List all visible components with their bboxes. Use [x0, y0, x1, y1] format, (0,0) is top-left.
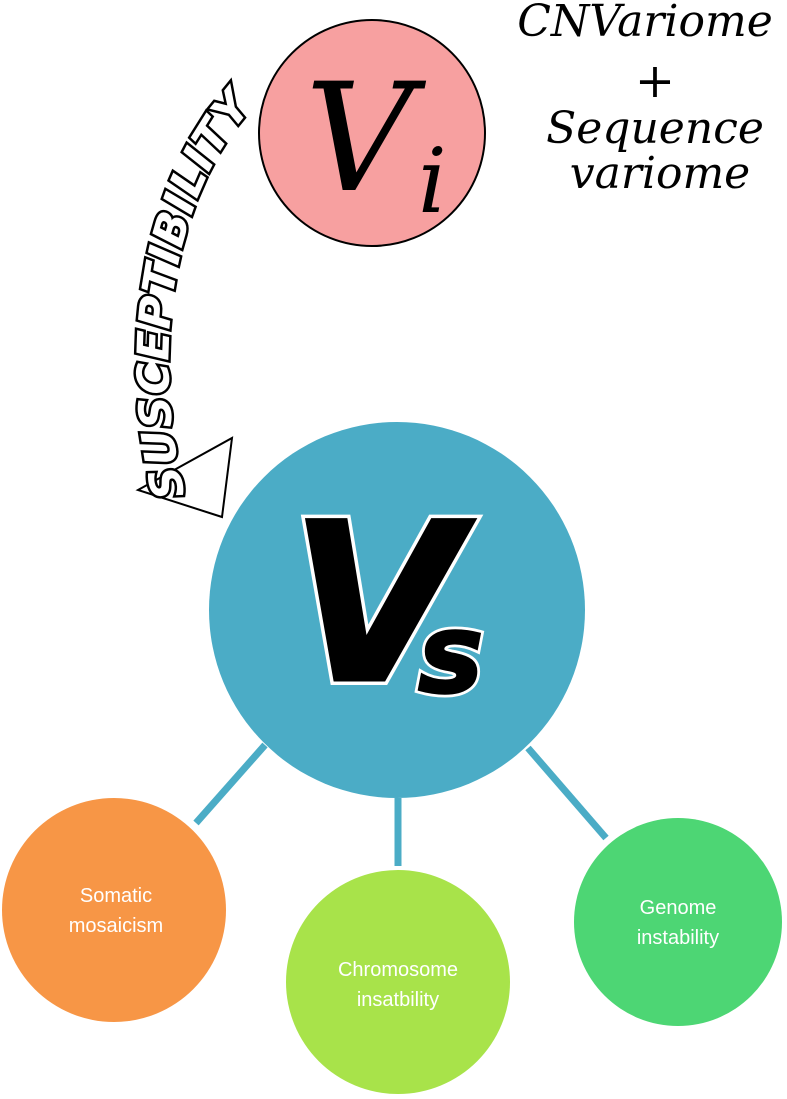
connector-genome — [525, 745, 609, 841]
vs-main-letter-outline: V — [290, 476, 475, 732]
vi-subscript: i — [418, 129, 447, 234]
susceptibility-label: SUSCEPTIBILITY — [128, 78, 264, 504]
somatic-circle — [2, 798, 226, 1022]
chromosome-circle — [286, 870, 510, 1094]
connector-somatic — [193, 742, 268, 826]
vs-subscript-outline: s — [418, 590, 483, 718]
susceptibility-arrow: SUSCEPTIBILITY — [126, 75, 265, 519]
arrowhead — [135, 436, 234, 519]
annotation-variome: variome — [570, 148, 750, 199]
genome-label-line2: instability — [637, 927, 719, 949]
somatic-label-line2: mosaicism — [69, 915, 163, 937]
variome-annotation: CNVariome + Sequence variome — [517, 0, 773, 199]
genome-label-line1: Genome — [640, 897, 717, 919]
somatic-mosaicism-node: Somatic mosaicism — [2, 798, 226, 1022]
somatic-label-line1: Somatic — [80, 885, 152, 907]
chromosome-instability-node: Chromosome insatbility — [286, 870, 510, 1094]
vi-circle — [258, 19, 486, 247]
vs-circle — [209, 422, 585, 798]
genome-circle — [574, 818, 782, 1026]
vs-main-letter: V — [290, 476, 475, 732]
vs-node: V V s s — [209, 422, 585, 798]
chromosome-label-line1: Chromosome — [338, 959, 458, 981]
vi-node: V i — [258, 19, 486, 247]
chromosome-label-line2: insatbility — [357, 989, 439, 1011]
susceptibility-textpath: SUSCEPTIBILITY — [126, 75, 266, 506]
vi-main-letter: V — [305, 52, 427, 226]
genome-instability-node: Genome instability — [574, 818, 782, 1026]
annotation-sequence: Sequence — [546, 103, 764, 154]
vs-subscript: s — [418, 590, 483, 718]
annotation-cnvariome: CNVariome — [517, 0, 773, 47]
annotation-plus: + — [635, 53, 675, 109]
